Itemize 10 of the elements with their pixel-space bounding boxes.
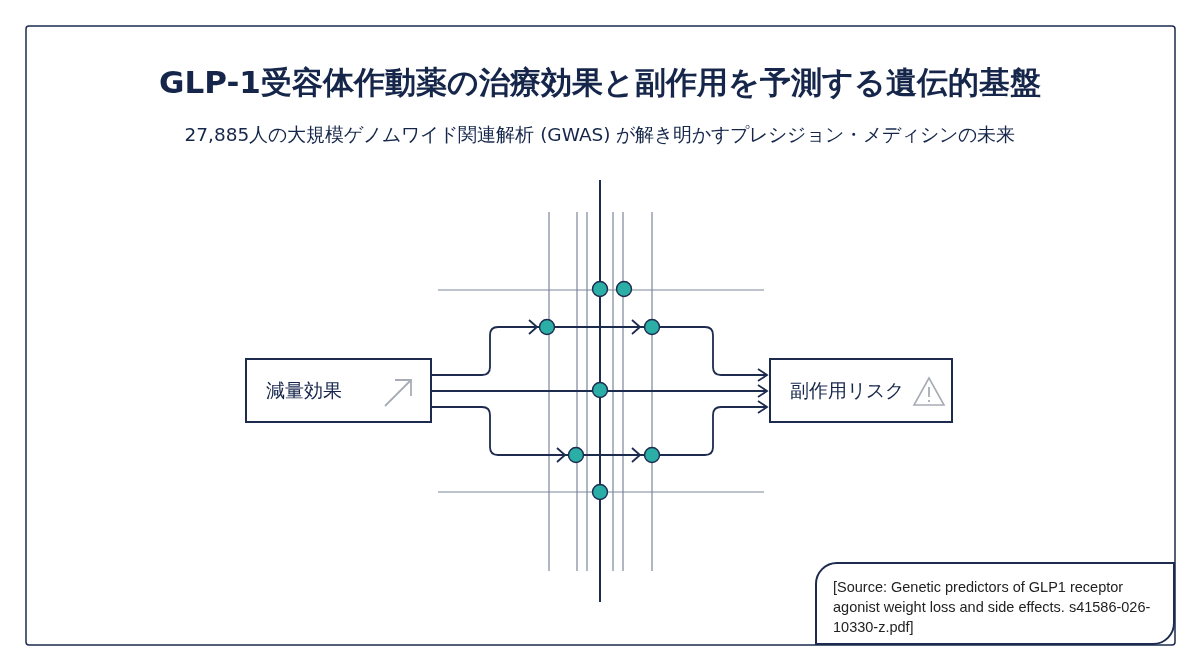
box-label: 副作用リスク <box>790 377 904 403</box>
title: GLP-1受容体作動薬の治療効果と副作用を予測する遺伝的基盤 <box>158 63 1042 102</box>
box-label: 減量効果 <box>266 377 342 403</box>
source-note: [Source: Genetic predictors of GLP1 receptor agonist weight loss and side effects. s41586-026-10330-z.pdf] <box>815 562 1175 645</box>
process-box <box>245 358 432 423</box>
arrow <box>431 384 768 398</box>
process-box <box>769 358 953 423</box>
arrow <box>431 319 768 382</box>
arrow <box>431 400 768 463</box>
subtitle: 27,885人の大規模ゲノムワイド関連解析 (GWAS) が解き明かすプレシジョン・メディシンの未来 <box>183 123 1017 147</box>
